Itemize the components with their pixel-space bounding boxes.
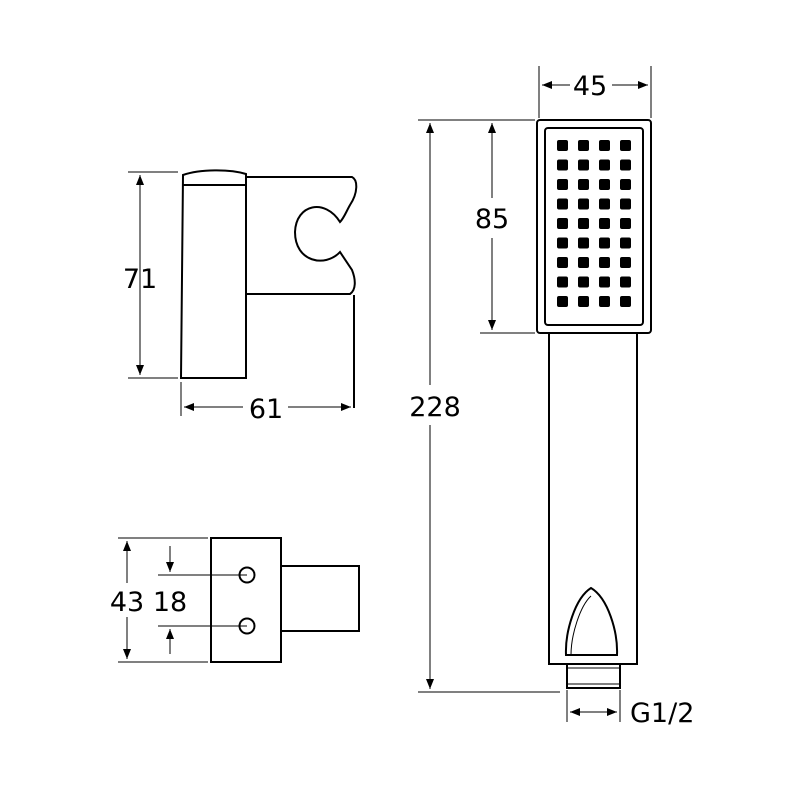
dim-71-label: 71: [123, 264, 157, 295]
base-plate: [210, 537, 282, 663]
nozzle: [578, 179, 589, 190]
nozzle: [599, 296, 610, 307]
nozzle: [599, 159, 610, 171]
bracket-body: [179, 169, 247, 379]
nozzle: [620, 159, 631, 171]
nozzle: [557, 237, 568, 249]
nozzle-grid: [557, 140, 631, 307]
nozzle: [599, 218, 610, 229]
nozzle: [620, 198, 631, 210]
nozzle: [578, 198, 589, 210]
nozzle: [578, 237, 589, 249]
dim-18-label: 18: [153, 587, 187, 618]
dim-71: 71: [123, 171, 178, 379]
dim-18: 18: [153, 546, 187, 654]
handle-connector-highlight: [570, 595, 592, 656]
dim-thread: G1/2: [566, 690, 694, 729]
nozzle: [557, 257, 568, 268]
nozzle: [599, 140, 610, 151]
bracket-base-view: [158, 537, 360, 663]
nozzle: [578, 276, 589, 288]
nozzle: [578, 257, 589, 268]
nozzle: [599, 237, 610, 249]
nozzle: [578, 159, 589, 171]
nozzle: [599, 198, 610, 210]
dim-61: 61: [180, 382, 351, 425]
nozzle: [620, 237, 631, 249]
nozzle: [557, 159, 568, 171]
nozzle: [557, 218, 568, 229]
bracket-holder-arm: [246, 176, 358, 295]
nozzle: [620, 296, 631, 307]
nozzle: [578, 296, 589, 307]
nozzle: [620, 218, 631, 229]
base-arm: [281, 565, 360, 632]
shower-handle: [548, 333, 638, 665]
hand-shower-view: [536, 119, 652, 689]
nozzle: [557, 276, 568, 288]
shower-head-face: [544, 127, 644, 326]
dim-85: 85: [475, 119, 535, 334]
dim-45-label: 45: [573, 71, 607, 102]
nozzle: [557, 296, 568, 307]
dim-45: 45: [538, 66, 652, 118]
nozzle: [620, 179, 631, 190]
thread-connector: [566, 663, 621, 689]
nozzle: [557, 198, 568, 210]
nozzle: [557, 140, 568, 151]
nozzle: [557, 179, 568, 190]
handle-connector: [564, 586, 619, 656]
nozzle: [620, 140, 631, 151]
dim-43: 43: [110, 537, 208, 663]
nozzle: [578, 140, 589, 151]
bracket-side-view: [179, 169, 358, 408]
nozzle: [599, 257, 610, 268]
dim-228: 228: [409, 119, 560, 693]
nozzle: [578, 218, 589, 229]
dim-thread-label: G1/2: [630, 698, 694, 729]
dim-85-label: 85: [475, 204, 509, 235]
dim-228-label: 228: [409, 392, 461, 423]
nozzle: [599, 179, 610, 190]
dim-61-label: 61: [249, 394, 283, 425]
dim-43-label: 43: [110, 587, 144, 618]
shower-head-outer: [536, 119, 652, 334]
nozzle: [620, 276, 631, 288]
nozzle: [620, 257, 631, 268]
nozzle: [599, 276, 610, 288]
